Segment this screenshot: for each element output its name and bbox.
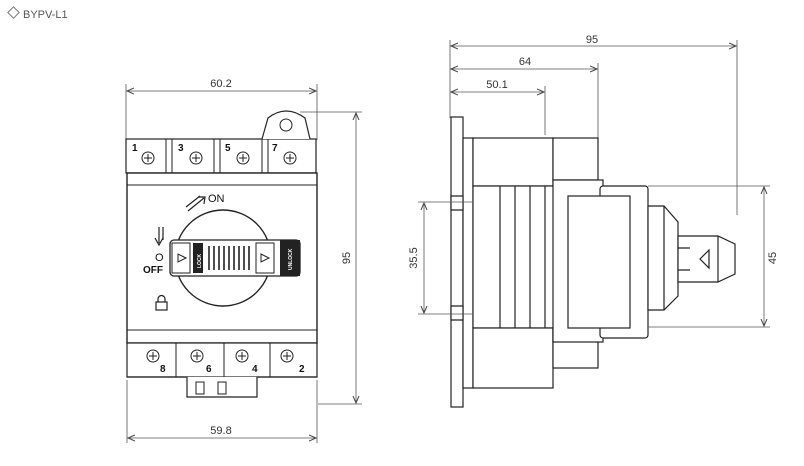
bottom-terminal-block [126, 342, 318, 398]
lock-label: LOCK [197, 253, 203, 268]
title-text: BYPV-L1 [23, 9, 68, 21]
screw-icon [190, 349, 204, 363]
screw-icon [283, 151, 297, 165]
dim-label-50-1: 50.1 [486, 79, 507, 91]
screw-icon [146, 349, 160, 363]
on-label: ON [208, 193, 225, 205]
screw-icon [280, 349, 294, 363]
rotary-handle: LOCK UNLOCK [169, 209, 301, 307]
terminal-label-3: 3 [178, 143, 184, 154]
front-view: 60.2 1 3 5 7 [125, 78, 362, 443]
off-label: OFF [143, 265, 163, 276]
terminal-label-2: 2 [299, 364, 305, 375]
top-terminal-block [125, 110, 317, 174]
terminal-label-7: 7 [272, 143, 278, 154]
dim-label-60-2: 60.2 [210, 78, 231, 90]
dim-label-35-5: 35.5 [408, 247, 420, 268]
off-arrow-icon [154, 227, 164, 247]
left-arrow-icon [177, 253, 188, 263]
dim-label-95-front: 95 [341, 252, 353, 264]
screw-icon [235, 349, 249, 363]
dim-label-45: 45 [767, 252, 779, 264]
terminal-label-8: 8 [160, 364, 166, 375]
dim-label-64: 64 [519, 56, 531, 68]
on-arrow-icon [185, 195, 206, 212]
drawing-title: BYPV-L1 [6, 6, 68, 21]
screw-icon [236, 151, 250, 165]
off-symbol: O [155, 252, 164, 264]
dim-front-height [300, 111, 362, 405]
terminal-label-5: 5 [225, 143, 231, 154]
right-arrow-icon [260, 253, 271, 263]
side-view: 95 64 50.1 [408, 34, 779, 408]
screw-icon [189, 151, 203, 165]
lock-icon [155, 294, 168, 311]
dim-label-59-8: 59.8 [210, 425, 231, 437]
terminal-label-4: 4 [252, 364, 258, 375]
terminal-label-1: 1 [132, 143, 138, 154]
terminal-label-6: 6 [206, 364, 212, 375]
unlock-label: UNLOCK [288, 248, 294, 270]
dim-front-bottom-width [126, 380, 318, 443]
screw-icon [141, 151, 155, 165]
direction-arrow-icon [699, 248, 710, 270]
dim-label-95-side: 95 [586, 34, 598, 46]
